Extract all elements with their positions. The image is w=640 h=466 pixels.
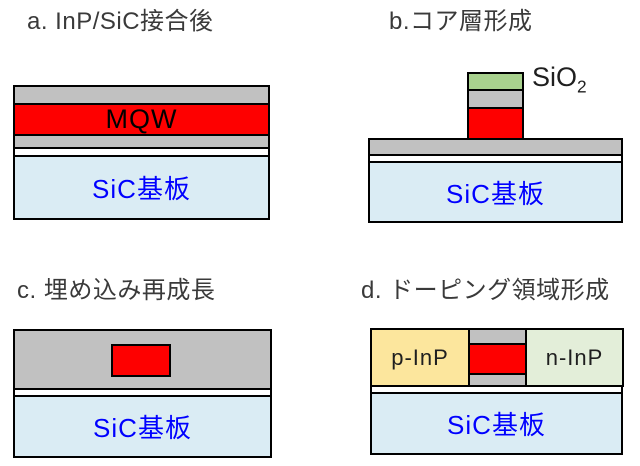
- core-center-d: [468, 343, 527, 375]
- sio2-annotation-base: SiO: [532, 62, 578, 92]
- substrate-label-d: SiC基板: [447, 410, 546, 440]
- p-inp-label: p-InP: [391, 344, 449, 370]
- substrate-label-c: SiC基板: [93, 413, 192, 443]
- sic-substrate-b: SiC基板: [368, 161, 623, 223]
- substrate-label-b: SiC基板: [446, 178, 545, 209]
- n-inp-region: n-InP: [525, 328, 624, 387]
- sic-substrate-a: SiC基板: [13, 155, 270, 220]
- p-inp-region: p-InP: [370, 328, 470, 387]
- panel-c-title: c. 埋め込み再成長: [17, 277, 216, 304]
- sic-substrate-c: SiC基板: [13, 395, 272, 458]
- sio2-annotation-sub: 2: [577, 76, 587, 97]
- inp-upper-cladding-layer-a: [13, 85, 270, 105]
- sio2-annotation: SiO2: [532, 62, 587, 97]
- substrate-label-a: SiC基板: [92, 174, 191, 204]
- core-mesa-layer-b: [467, 107, 524, 140]
- n-inp-label: n-InP: [545, 344, 604, 370]
- mqw-label: MQW: [105, 104, 178, 134]
- buried-core-c: [111, 344, 171, 377]
- inp-cap-ridge-layer-b: [467, 89, 524, 109]
- panel-d-title: d. ドーピング領域形成: [361, 277, 610, 304]
- sic-substrate-d: SiC基板: [370, 392, 623, 455]
- panel-b-title: b.コア層形成: [389, 8, 533, 35]
- mqw-layer-a: MQW: [13, 103, 270, 136]
- panel-a-title: a. InP/SiC接合後: [27, 8, 214, 35]
